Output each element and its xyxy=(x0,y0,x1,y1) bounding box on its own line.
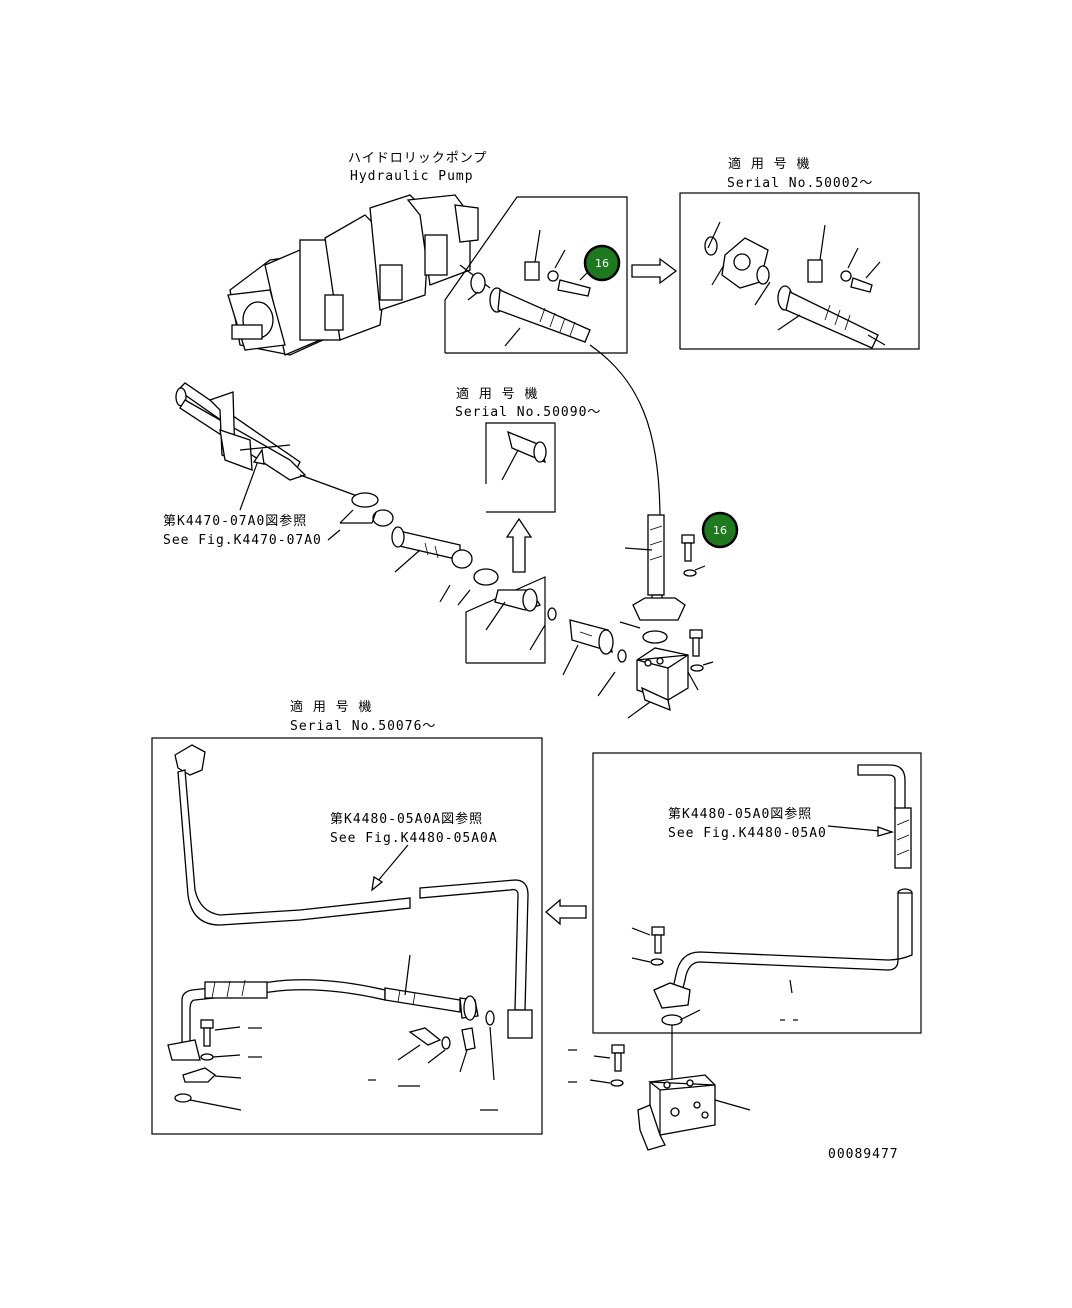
arrowhead xyxy=(371,875,384,892)
valve-block xyxy=(627,647,689,719)
svg-text:16: 16 xyxy=(713,524,727,537)
hose-line xyxy=(589,344,661,521)
ref-k4470-jp: 第K4470-07A0図参照 xyxy=(163,513,307,529)
left-pipe-assembly xyxy=(175,382,499,606)
pump-label-jp: ハイドロリックポンプ xyxy=(348,151,487,166)
arrow-up xyxy=(505,517,533,573)
svg-text:16: 16 xyxy=(595,257,609,270)
ref-k4480-en: See Fig.K4480-05A0 xyxy=(668,826,827,841)
ref-k4470-en: See Fig.K4470-07A0 xyxy=(163,533,322,548)
serial-50090-jp: 適 用 号 機 xyxy=(456,386,538,402)
figure-number: 00089477 xyxy=(828,1147,899,1162)
serial-50002-jp: 適 用 号 機 xyxy=(728,156,810,172)
serial-50002-box xyxy=(679,192,920,350)
serial-50076-box xyxy=(151,737,543,1135)
center-fittings xyxy=(465,576,627,697)
hydraulic-pump xyxy=(227,194,479,356)
arrowhead xyxy=(877,826,895,837)
ref-k4480a-jp: 第K4480-05A0A図参照 xyxy=(330,811,483,827)
ref-k4480a-en: See Fig.K4480-05A0A xyxy=(330,831,498,846)
bottom-valve-block xyxy=(568,1044,751,1151)
serial-50090-en: Serial No.50090～ xyxy=(455,405,601,420)
arrow-left xyxy=(545,898,587,926)
arrow-right xyxy=(631,257,678,285)
serial-50090-box xyxy=(485,422,556,513)
pump-label-en: Hydraulic Pump xyxy=(350,169,474,184)
callout-mid: 16 xyxy=(701,511,739,549)
right-bottom-box xyxy=(592,752,922,1034)
serial-50076-jp: 適 用 号 機 xyxy=(290,699,372,715)
callout-top: 16 xyxy=(583,244,621,282)
serial-50002-en: Serial No.50002～ xyxy=(727,176,873,191)
ref-k4480-jp: 第K4480-05A0図参照 xyxy=(668,806,812,822)
vertical-hose xyxy=(619,514,686,644)
serial-50076-en: Serial No.50076～ xyxy=(290,719,436,734)
arrowhead xyxy=(252,448,265,465)
bolts-mid xyxy=(681,534,714,691)
